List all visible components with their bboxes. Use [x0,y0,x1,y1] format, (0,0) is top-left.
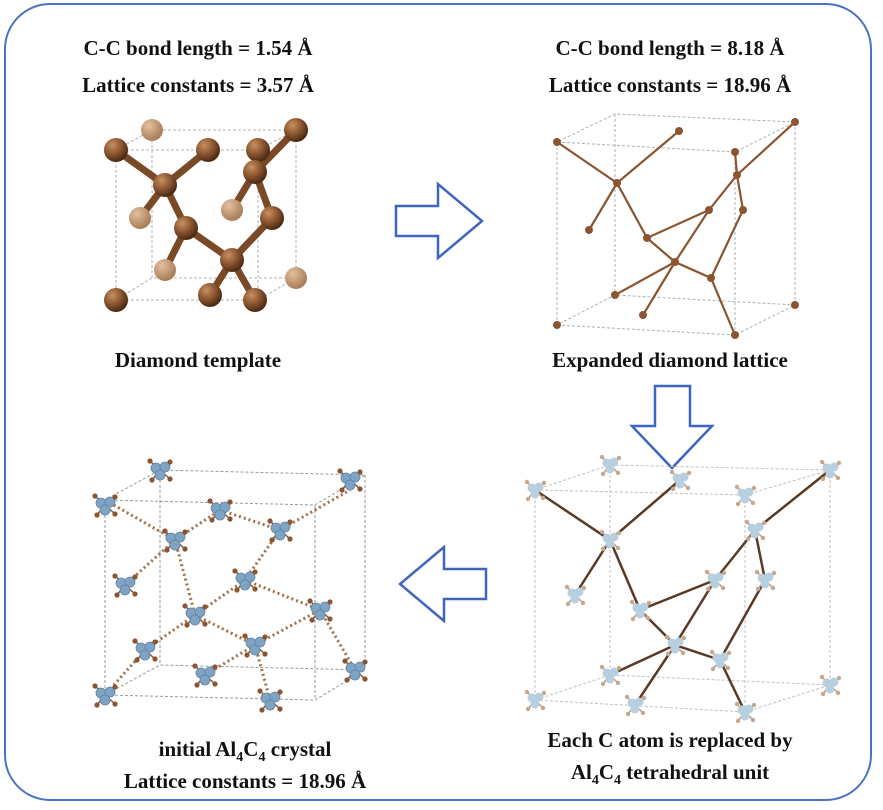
carbon-atoms [104,118,308,312]
al4c4-units [91,457,369,714]
br-caption-line2: Al4C4 tetrahedral unit [570,760,770,789]
tl-lattice-constant: Lattice constants = 3.57 Å [82,73,314,97]
tl-caption: Diamond template [114,348,282,372]
diamond-template-structure [104,118,308,312]
bl-caption-line1: initial Al4C4 crystal [158,737,332,766]
tr-lattice-constant: Lattice constants = 18.96 Å [548,73,792,97]
al4c4-replaced-structure [524,454,842,724]
initial-al4c4-crystal [91,457,369,714]
expanded-lattice-structure [553,113,799,339]
right-arrow [394,181,484,261]
unit-cell-edges [103,469,367,701]
bl-caption-line2: Lattice constants = 18.96 Å [123,769,367,793]
tr-bond-length: C-C bond length = 8.18 Å [555,36,785,60]
unit-cell-edges [534,464,831,713]
tl-bond-length: C-C bond length = 1.54 Å [83,36,313,60]
tr-caption: Expanded diamond lattice [552,348,788,372]
down-arrow [629,384,715,470]
br-caption-line1: Each C atom is replaced by [547,728,793,752]
carbon-atoms [553,118,799,339]
rounded-frame [4,3,872,801]
left-arrow [398,544,488,624]
